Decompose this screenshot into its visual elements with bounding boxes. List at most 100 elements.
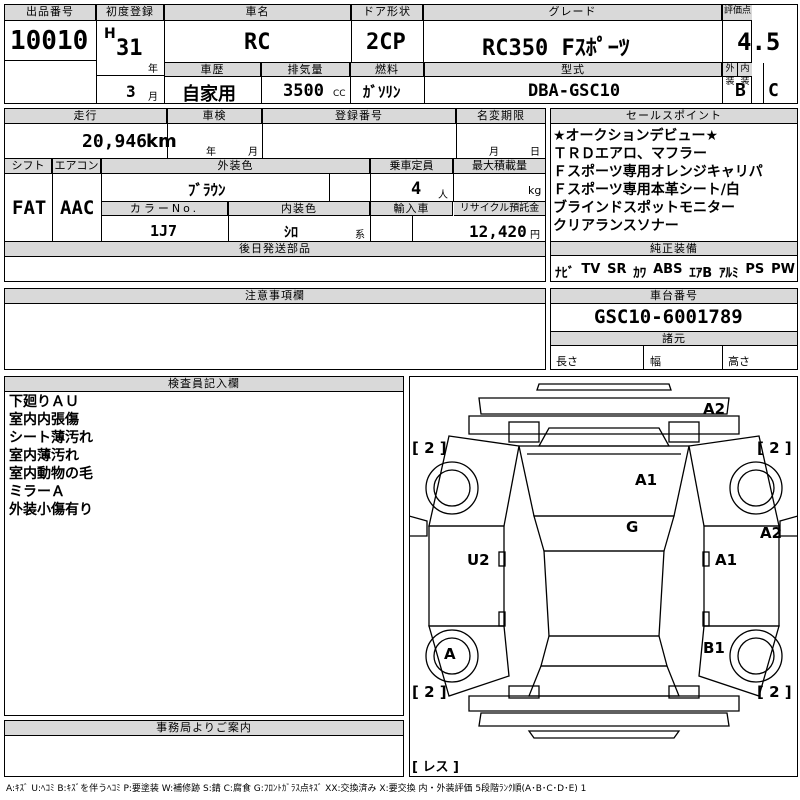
tread-tl: [ 2 ] xyxy=(412,439,447,457)
sales-point: Ｆスポーツ専用本革シート/白 xyxy=(553,182,740,198)
recycle-unit: 円 xyxy=(530,230,540,241)
grade-label: グレード xyxy=(424,5,722,21)
equipment-item: PS xyxy=(745,262,765,277)
dims-height: 高さ xyxy=(728,355,750,368)
deadline-month-unit: 月 xyxy=(489,147,499,158)
office-label: 事務局よりご案内 xyxy=(5,721,403,736)
year-unit: 年 xyxy=(148,64,158,75)
mark-a2-side: A2 xyxy=(760,524,783,542)
seats-label: 乗車定員 xyxy=(371,159,453,174)
intcolor-unit: 系 xyxy=(355,230,365,241)
deadline-day-unit: 日 xyxy=(530,147,540,158)
sales-point: Ｆスポーツ専用オレンジキャリパ xyxy=(553,164,763,180)
reg-label: 初度登録 xyxy=(97,5,164,21)
color: ﾌﾞﾗｳﾝ xyxy=(188,181,226,199)
equipment-item: ｶﾜ xyxy=(633,266,647,281)
tread-bl: [ 2 ] xyxy=(412,683,447,701)
sales-label: セールスポイント xyxy=(551,109,797,124)
door-type: 2CP xyxy=(366,30,406,55)
notice-block xyxy=(4,288,546,370)
inspector-note: 室内薄汚れ xyxy=(9,448,79,464)
model-label: 型式 xyxy=(425,63,722,77)
month-unit: 月 xyxy=(148,92,158,103)
insp-year-unit: 年 xyxy=(206,147,216,158)
mark-g: G xyxy=(626,518,639,536)
dims-label: 諸元 xyxy=(551,331,797,346)
inspector-note: 外装小傷有り xyxy=(9,502,93,518)
header-block xyxy=(4,4,752,104)
mark-a1-side: A1 xyxy=(715,551,738,569)
color-label: 外装色 xyxy=(102,159,370,174)
ext-grade: B xyxy=(735,80,746,101)
ac: AAC xyxy=(60,197,95,219)
sales-point: ★オークションデビュー★ xyxy=(553,128,719,144)
intcolor: ｼﾛ xyxy=(284,225,298,241)
sales-point: ＴＲＤエアロ、マフラー xyxy=(553,146,707,162)
car-name: RC xyxy=(244,30,271,55)
mileage-label: 走行 xyxy=(5,109,167,124)
sales-points: ★オークションデビュー★ ＴＲＤエアロ、マフラー Ｆスポーツ専用オレンジキャリパ Ｆス… xyxy=(553,127,797,235)
era: H xyxy=(104,26,116,42)
sales-point: ブラインドスポットモニター xyxy=(553,200,735,216)
inspector-block xyxy=(4,376,404,716)
equipment-label: 純正装備 xyxy=(551,241,797,256)
inspector-note: 下廻りＡＵ xyxy=(9,394,79,410)
ac-label: エアコン xyxy=(53,159,101,174)
score: 4.5 xyxy=(737,28,781,56)
mark-u2: U2 xyxy=(467,551,490,569)
deadline-label: 名変期限 xyxy=(457,109,545,124)
inspection-label: 車検 xyxy=(168,109,262,124)
equipment-item: ｱﾙﾐ xyxy=(719,266,739,281)
regno-label: 登録番号 xyxy=(263,109,456,124)
load-label: 最大積載量 xyxy=(454,159,545,174)
colorno: 1J7 xyxy=(150,222,178,240)
recycle: 12,420 xyxy=(469,222,527,241)
displacement: 3500 xyxy=(283,81,324,101)
seats-unit: 人 xyxy=(438,190,448,201)
mark-a-wheel: A xyxy=(444,645,456,663)
sales-point: クリアランスソナー xyxy=(553,218,679,234)
equipment-item: ﾅﾋﾞ xyxy=(555,266,575,281)
reg-year: 31 xyxy=(116,36,143,61)
inspector-note: 室内内張傷 xyxy=(9,412,79,428)
car-label: 車名 xyxy=(165,5,351,21)
int-grade: C xyxy=(768,80,779,101)
shift-label: シフト xyxy=(5,159,52,174)
office-block xyxy=(4,720,404,777)
chassis-block xyxy=(550,288,798,370)
equipment-item: TV xyxy=(581,262,601,277)
dims-length: 長さ xyxy=(556,355,578,368)
later-label: 後日発送部品 xyxy=(5,242,545,257)
door-label: ドア形状 xyxy=(352,5,423,21)
import-label: 輸入車 xyxy=(371,202,453,216)
chassis-number: GSC10-6001789 xyxy=(594,306,743,328)
seats: 4 xyxy=(411,179,422,199)
mark-b1: B1 xyxy=(703,639,725,657)
legend: A:ｷｽﾞ U:ﾍｺﾐ B:ｷｽﾞを伴うﾍｺﾐ P:要塗装 W:補修跡 S:錆 … xyxy=(6,784,587,794)
dims-width: 幅 xyxy=(650,355,661,368)
recycle-label: リサイクル預託金 xyxy=(454,202,545,216)
tread-br: [ 2 ] xyxy=(757,683,792,701)
disp-unit: CC xyxy=(333,89,346,99)
notice-label: 注意事項欄 xyxy=(5,289,545,304)
history-label: 車歴 xyxy=(165,63,261,77)
grade: RC350 Fｽﾎﾟｰﾂ xyxy=(482,36,630,61)
sales-block xyxy=(550,108,798,282)
reg-month: 3 xyxy=(126,82,136,101)
disp-label: 排気量 xyxy=(262,63,350,77)
equipment-item: ｴｱB xyxy=(689,266,713,281)
mark-a2-top: A2 xyxy=(703,400,726,418)
chassis-label: 車台番号 xyxy=(551,289,797,304)
spare-less: [ レス ] xyxy=(412,760,459,775)
inspector-note: ミラーＡ xyxy=(9,484,65,500)
lot-number: 10010 xyxy=(10,26,89,56)
shift: FAT xyxy=(12,197,47,219)
car-diagram xyxy=(409,376,798,777)
load-unit: kg xyxy=(528,184,542,197)
fuel: ｶﾞｿﾘﾝ xyxy=(363,83,401,101)
fuel-label: 燃料 xyxy=(351,63,424,77)
insp-month-unit: 月 xyxy=(248,147,258,158)
inspector-label: 検査員記入欄 xyxy=(5,377,403,392)
